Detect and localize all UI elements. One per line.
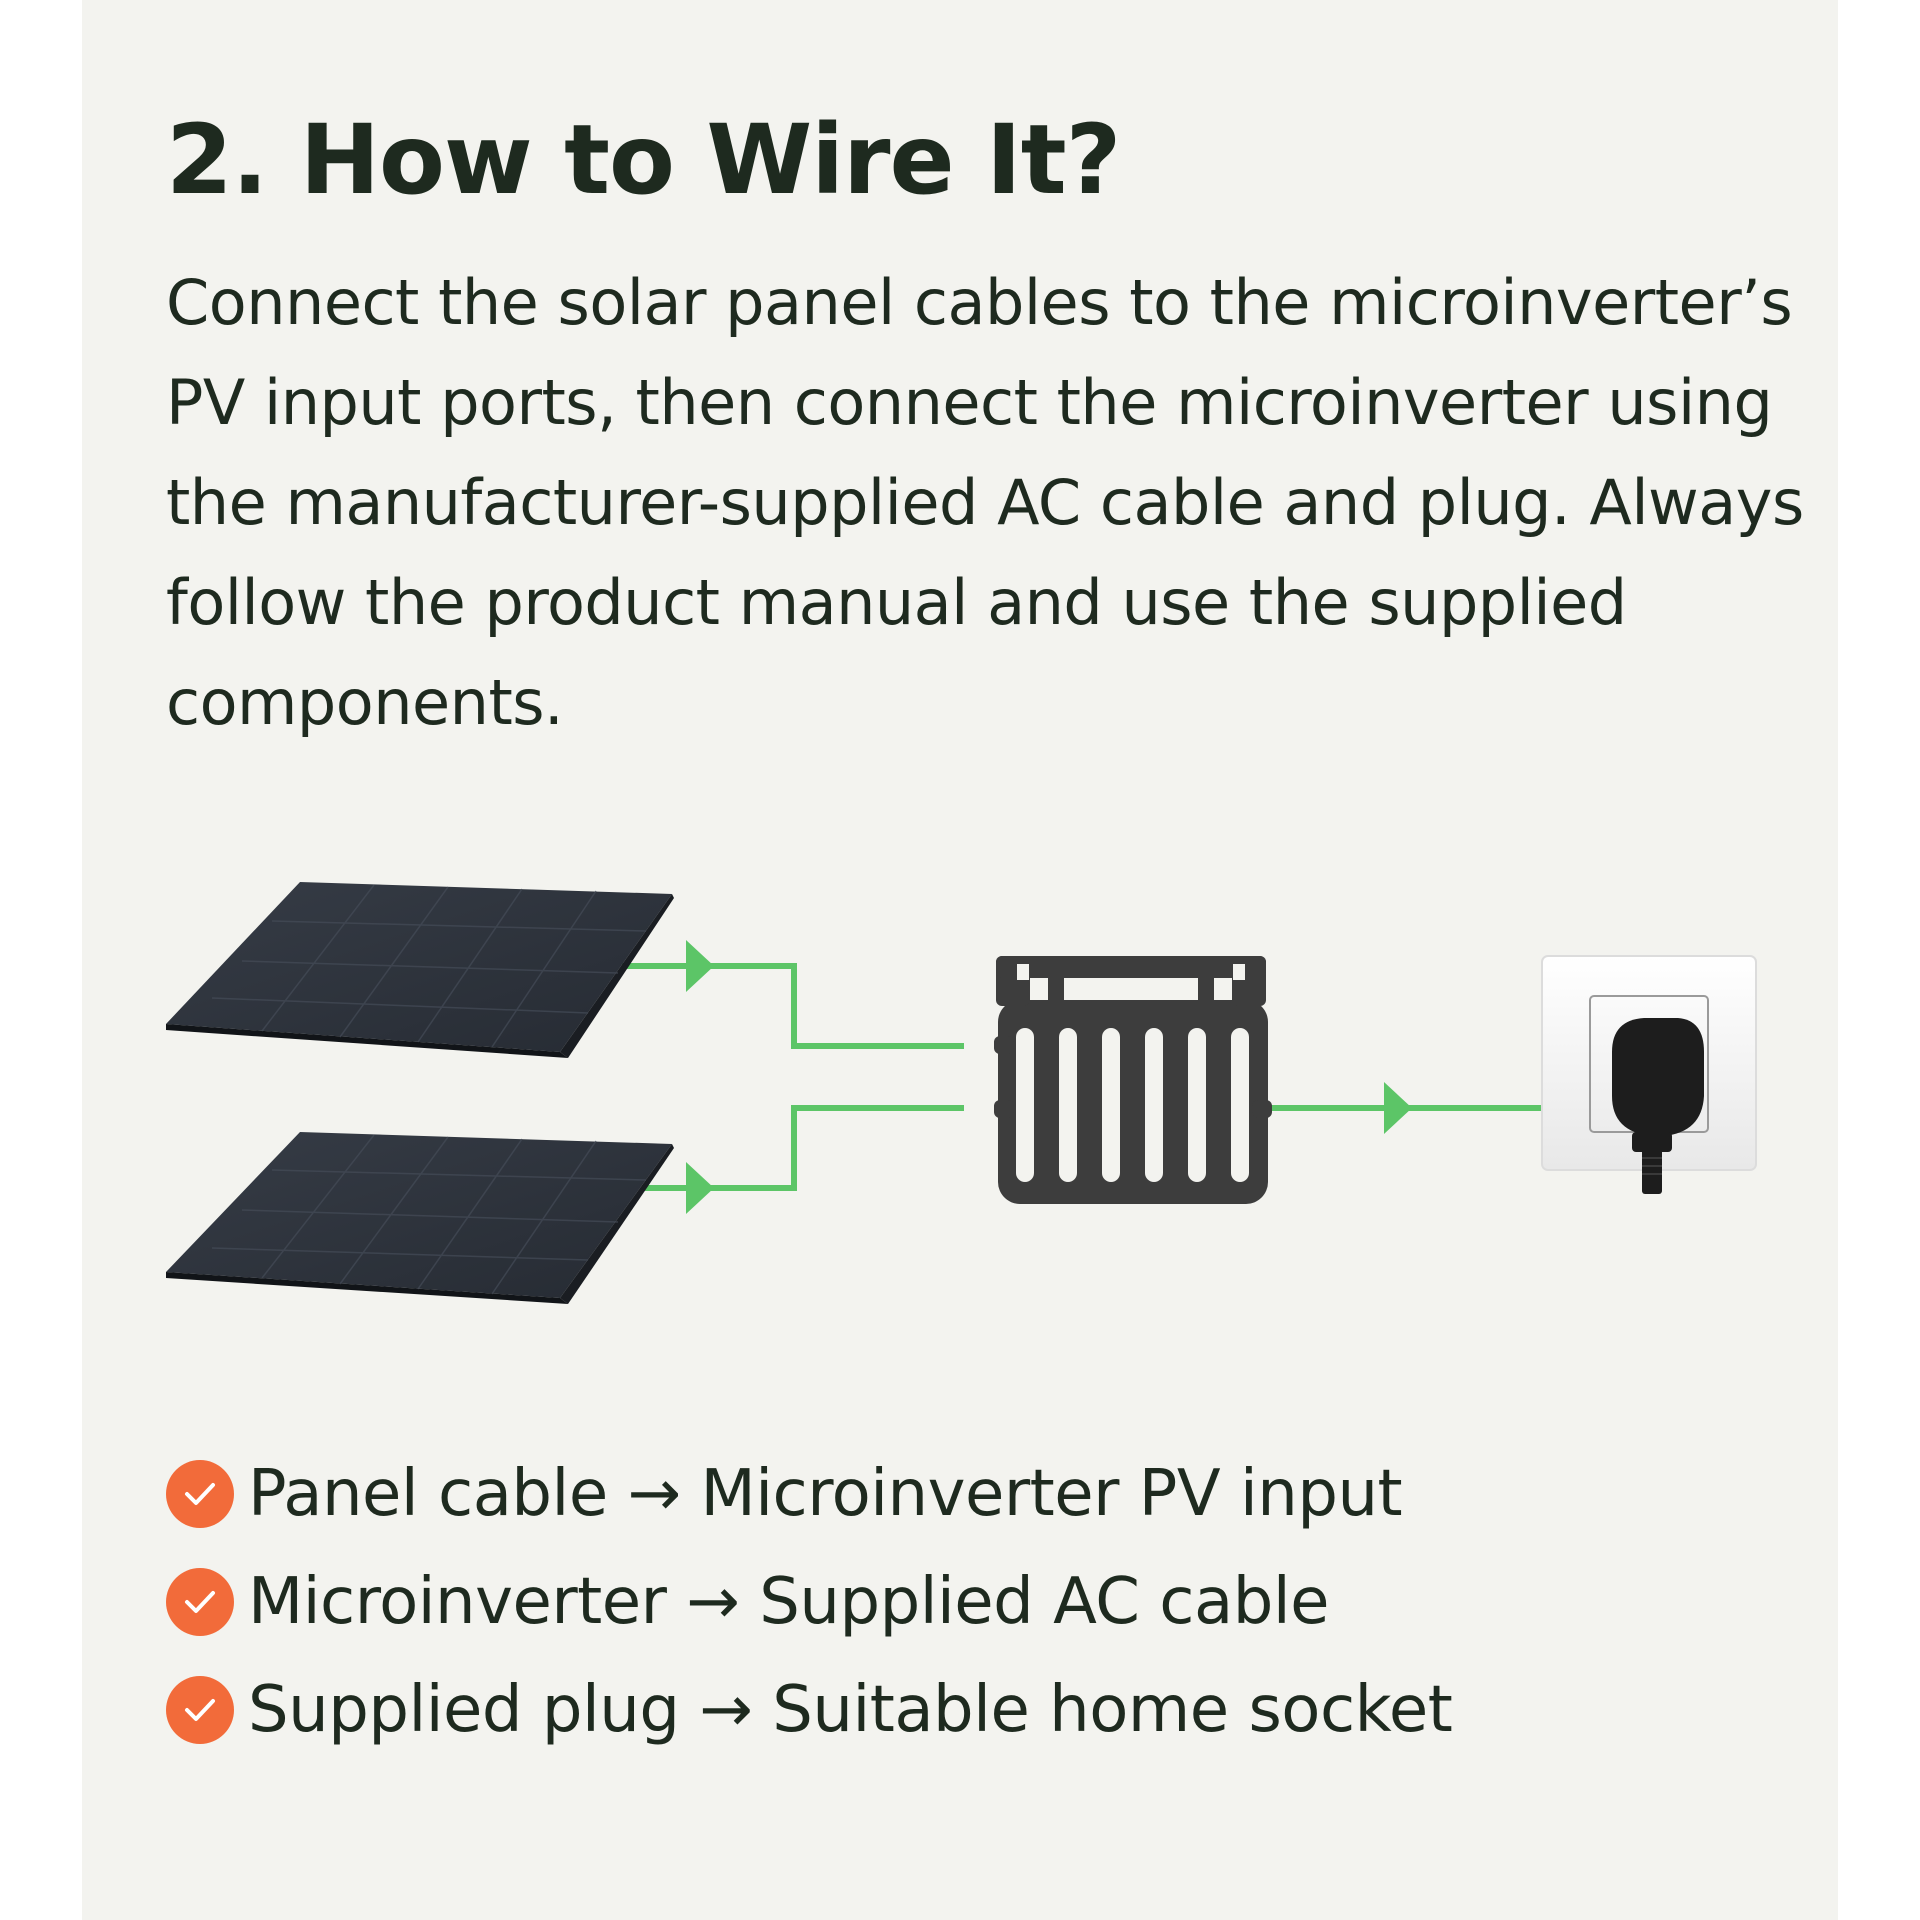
checklist-item-text: Microinverter → Supplied AC cable [248, 1565, 1329, 1639]
checklist-item-text: Panel cable → Microinverter PV input [248, 1457, 1403, 1531]
solar-panel-bottom [166, 1132, 674, 1304]
plug-icon [1612, 1018, 1704, 1194]
page: 2. How to Wire It? Connect the solar pan… [82, 0, 1838, 1920]
arrow-lower [686, 1162, 714, 1214]
checklist-item-text: Supplied plug → Suitable home socket [248, 1673, 1453, 1747]
intro-paragraph: Connect the solar panel cables to the mi… [166, 266, 1804, 739]
wire-lower [642, 1105, 964, 1191]
check-icon [166, 1676, 234, 1744]
list-item: Panel cable → Microinverter PV input [166, 1440, 1452, 1548]
list-item: Microinverter → Supplied AC cable [166, 1548, 1452, 1656]
solar-panel-top [166, 882, 674, 1058]
check-icon [166, 1460, 234, 1528]
page-title: 2. How to Wire It? [166, 104, 1121, 216]
checklist: Panel cable → Microinverter PV input Mic… [166, 1440, 1453, 1764]
arrow-output [1384, 1082, 1412, 1134]
check-icon [166, 1568, 234, 1636]
microinverter-icon [994, 956, 1272, 1204]
list-item: Supplied plug → Suitable home socket [166, 1656, 1453, 1764]
wiring-diagram [166, 882, 1757, 1304]
wire-upper [622, 963, 964, 1049]
arrow-upper [686, 940, 714, 992]
